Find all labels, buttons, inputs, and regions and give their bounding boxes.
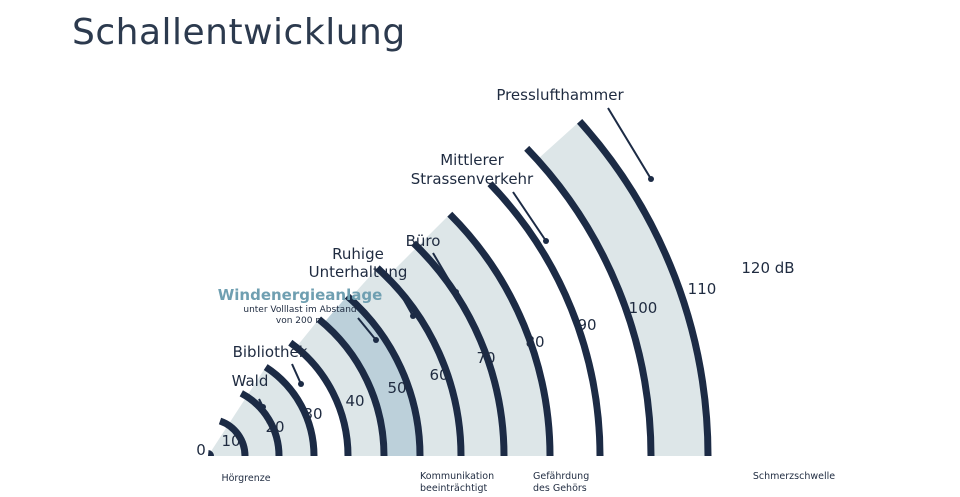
threshold-schmerzschwelle: Schmerzschwelle [753,471,835,482]
source-label-mittlerer-2: Strassenverkehr [411,170,534,188]
threshold-gefaehrdung-2: des Gehörs [533,483,587,494]
dot-bibliothek [298,381,304,387]
threshold-hoergrenze: Hörgrenze [221,473,270,484]
source-label-wald: Wald [232,372,269,390]
arc-20db [239,390,283,457]
band-40-50 [296,319,385,456]
dot-mittlerer [543,238,549,244]
level-label-20: 20 [265,418,284,436]
leader-ruhige [395,285,414,317]
level-label-30: 30 [303,405,322,423]
arc-40db [288,339,352,457]
leader-windenergie [357,317,377,341]
arc-30db [263,364,318,457]
level-labels: 0 10 20 30 40 50 60 70 80 90 100 110 120… [196,259,794,459]
level-label-80: 80 [525,333,544,351]
page-title: Schallentwicklung [72,12,406,53]
threshold-gefaehrdung-1: Gefährdung [533,471,589,482]
sound-bands [209,121,708,457]
band-windenergie [323,296,420,456]
source-label-presslufthammer: Presslufthammer [496,86,624,104]
leader-mittlerer [512,191,547,242]
arc-10db [218,417,249,457]
source-label-ruhige-1: Ruhige [332,245,384,263]
threshold-labels: Hörgrenze Kommunikation beeinträchtigt G… [221,471,835,494]
level-label-40: 40 [345,392,364,410]
level-label-50: 50 [387,379,406,397]
arc-50db [316,316,388,457]
level-label-120: 120 dB [741,259,794,277]
leader-lines [258,107,652,408]
source-label-buero: Büro [406,232,441,250]
source-labels: Wald Bibliothek Windenergieanlage unter … [218,86,625,390]
dot-windenergie [373,337,379,343]
threshold-kommunikation-2: beeinträchtigt [420,483,487,494]
level-label-110: 110 [688,280,717,298]
arc-80db [411,240,508,457]
band-60-70 [349,268,461,456]
leader-buero [432,252,457,293]
dot-ruhige [410,313,416,319]
source-label-windenergieanlage: Windenergieanlage [218,286,383,304]
arc-120db [576,119,712,457]
dot-wald [260,404,266,410]
source-label-mittlerer-1: Mittlerer [440,151,504,169]
arc-90db [447,211,554,457]
source-label-bibliothek: Bibliothek [233,343,308,361]
level-label-90: 90 [577,316,596,334]
source-sublabel-windenergie-1: unter Volllast im Abstand [243,305,356,315]
level-label-10: 10 [221,432,240,450]
level-label-60: 60 [429,366,448,384]
leader-bibliothek [291,363,302,385]
level-label-70: 70 [476,349,495,367]
level-label-100: 100 [629,299,658,317]
source-sublabel-windenergie-2: von 200 m [276,316,324,326]
threshold-kommunikation-1: Kommunikation [420,471,494,482]
arc-100db [487,181,604,457]
leader-presslufthammer [607,107,652,180]
decibel-arcs [207,119,712,457]
band-110-120 [537,121,708,457]
arc-0db [207,450,214,457]
source-label-ruhige-2: Unterhaltung [309,263,408,281]
band-70-90 [386,214,550,456]
leader-dots [260,176,654,410]
dot-presslufthammer [648,176,654,182]
arc-60db [344,293,424,457]
arc-110db [524,145,655,457]
level-label-0: 0 [196,441,206,459]
dot-buero [453,289,459,295]
